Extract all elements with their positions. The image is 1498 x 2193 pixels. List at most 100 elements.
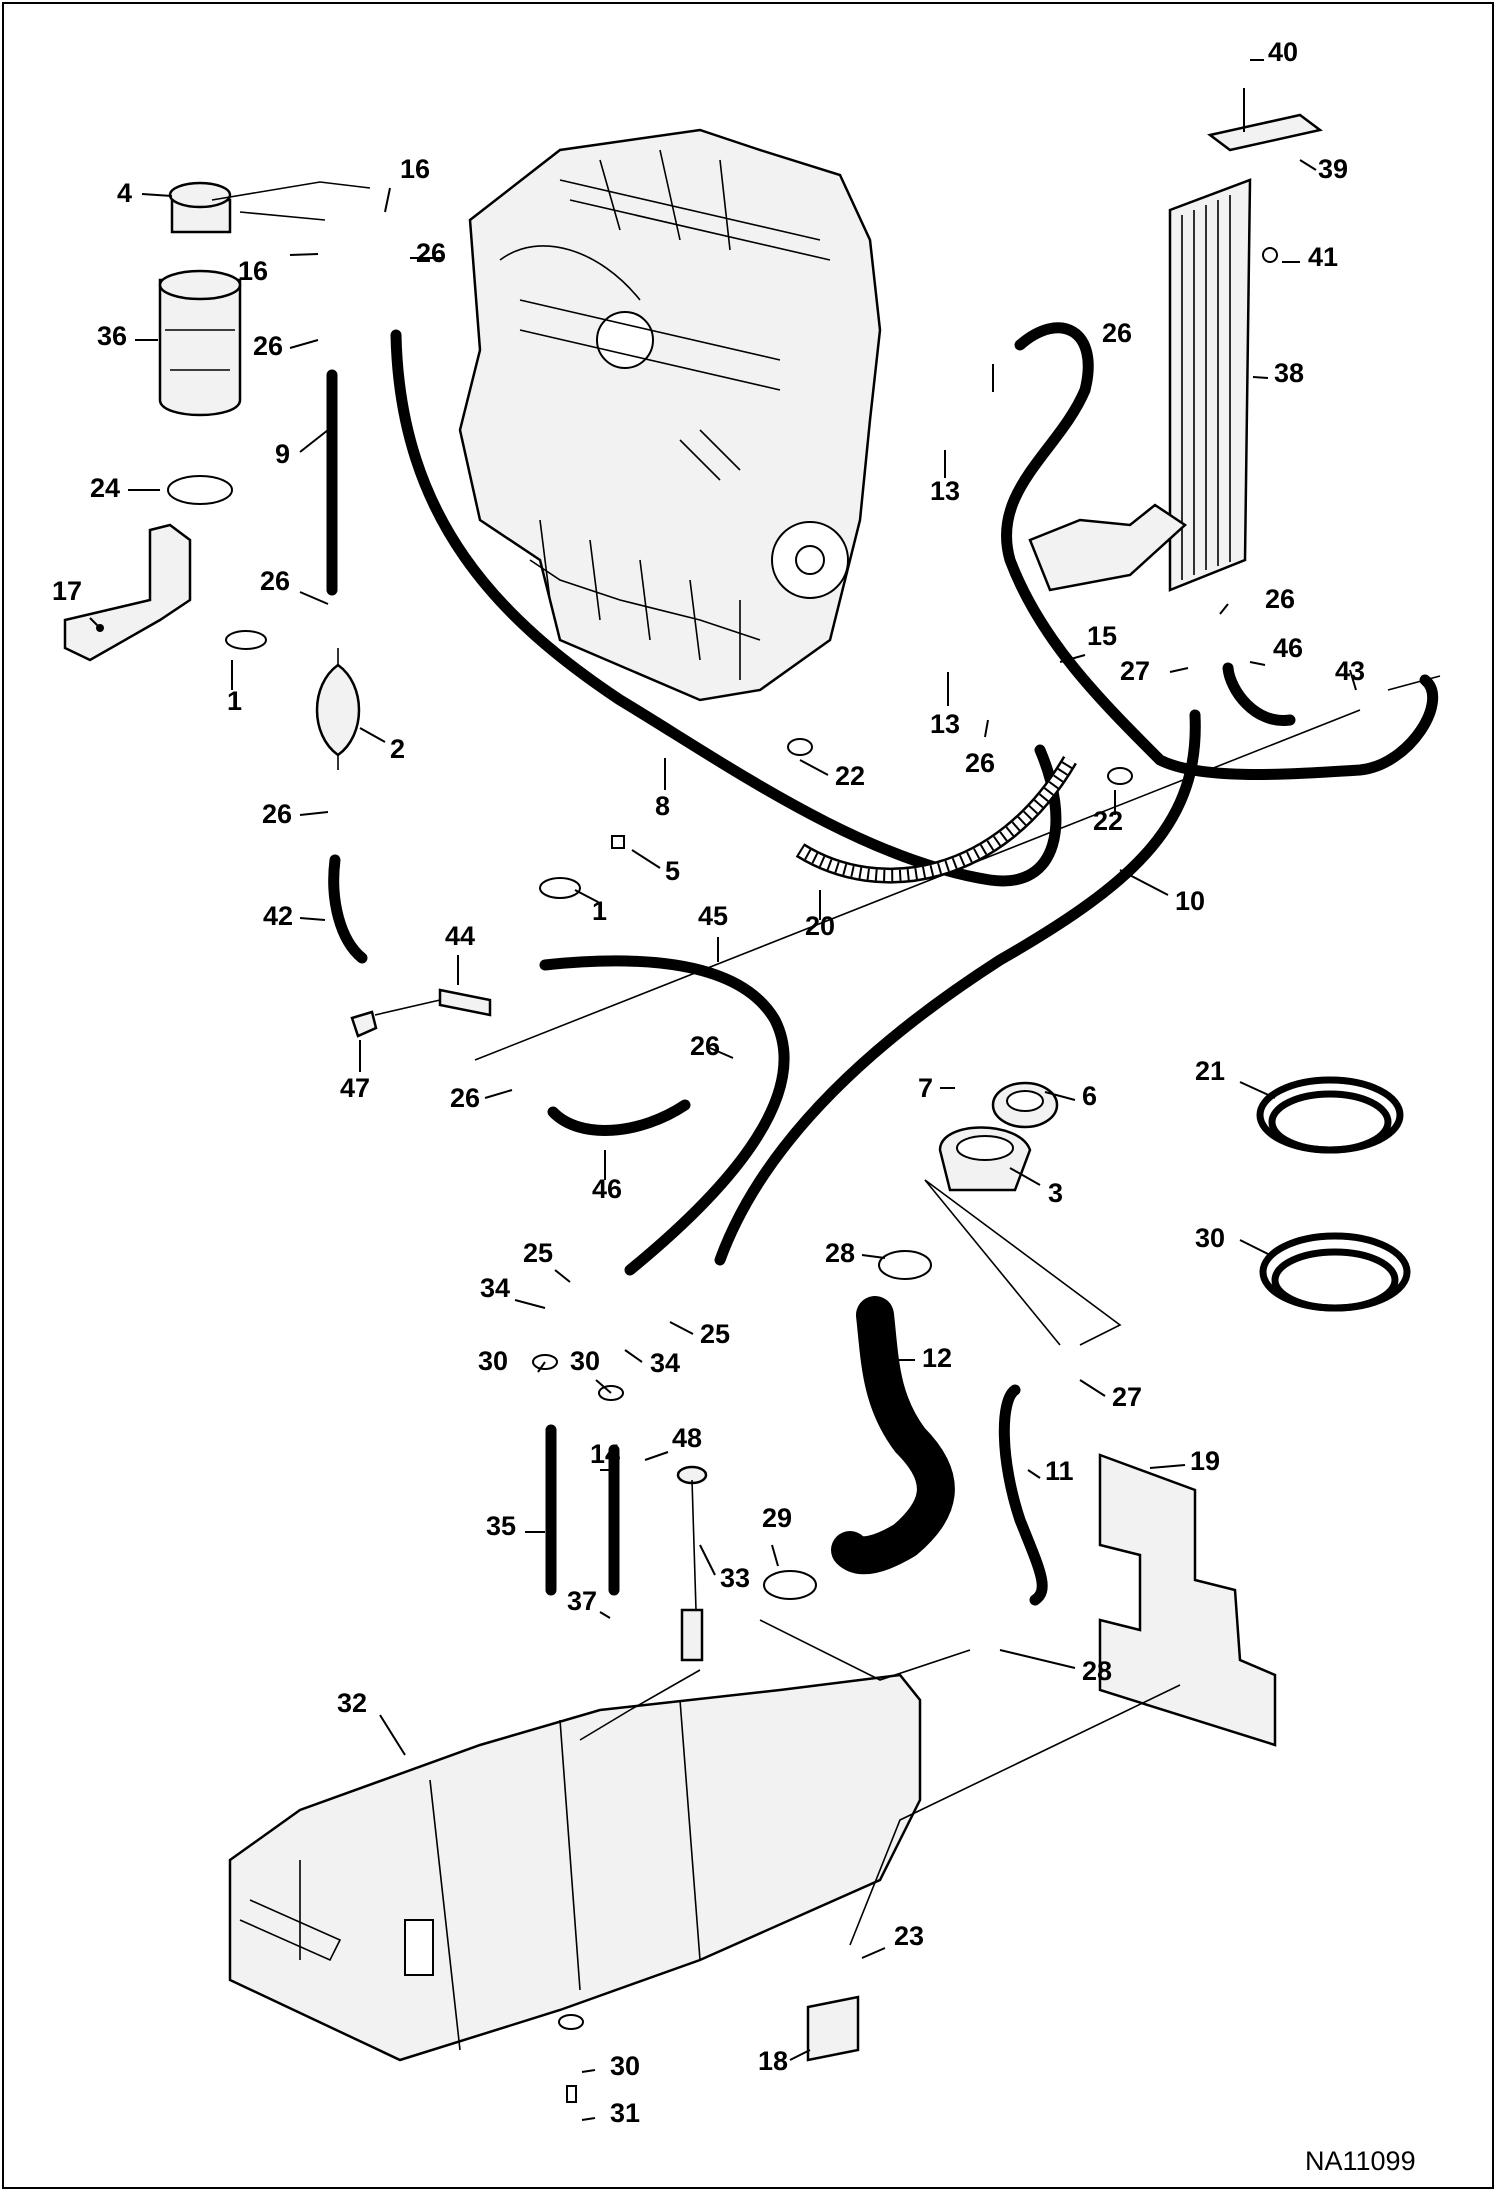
callout-36: 36 (97, 321, 127, 351)
fuel-sender (676, 1465, 708, 1662)
callout-26: 26 (965, 748, 995, 778)
callout-5: 5 (665, 856, 680, 886)
primer-bulb (315, 648, 361, 770)
small-fittings (532, 738, 1133, 2103)
callout-45: 45 (698, 901, 728, 931)
callout-leader (789, 2049, 811, 2061)
callout-26: 26 (253, 331, 283, 361)
hose-8 (390, 329, 1062, 887)
callout-leader (581, 2069, 596, 2073)
callout-33: 33 (720, 1563, 750, 1593)
callout-leader (574, 889, 599, 903)
callout-leader (1119, 869, 1169, 896)
callout-41: 41 (1308, 242, 1338, 272)
callout-11: 11 (1045, 1456, 1074, 1486)
callout-19: 19 (1190, 1446, 1220, 1476)
callouts: 1123456789101112131314151616171819202122… (52, 37, 1365, 2128)
callout-1: 1 (592, 896, 607, 926)
hose-11 (998, 1384, 1048, 1606)
callout-leader (861, 1947, 886, 1959)
hose-45 (539, 955, 790, 1276)
callout-29: 29 (762, 1503, 792, 1533)
tank-bracket (806, 1995, 860, 2062)
callout-leader (359, 727, 386, 743)
callout-7: 7 (918, 1073, 933, 1103)
callout-26: 26 (260, 566, 290, 596)
callout-23: 23 (894, 1921, 924, 1951)
callout-44: 44 (445, 921, 475, 951)
callout-25: 25 (700, 1319, 730, 1349)
hose-10 (714, 709, 1201, 1266)
hose-20 (795, 755, 1077, 884)
callout-46: 46 (1273, 633, 1303, 663)
tee-fitting (350, 988, 492, 1038)
engine-bracket (1028, 503, 1188, 592)
callout-leader (299, 811, 329, 816)
hose-46-lower (547, 1099, 691, 1136)
callout-leader (595, 1379, 612, 1394)
callout-1: 1 (227, 686, 242, 716)
callout-47: 47 (340, 1073, 370, 1103)
callout-30: 30 (1195, 1223, 1225, 1253)
callout-leader (624, 1349, 643, 1363)
callout-26: 26 (416, 238, 446, 268)
callout-26: 26 (450, 1083, 480, 1113)
callout-21: 21 (1195, 1056, 1225, 1086)
guide-lines (579, 1179, 1181, 1946)
callout-10: 10 (1175, 886, 1205, 916)
callout-22: 22 (835, 761, 865, 791)
callout-32: 32 (337, 1688, 367, 1718)
callout-20: 20 (805, 911, 835, 941)
callout-42: 42 (263, 901, 293, 931)
callout-2: 2 (390, 734, 405, 764)
callout-35: 35 (486, 1511, 516, 1541)
callout-26: 26 (262, 799, 292, 829)
callout-leader (581, 2117, 596, 2121)
fuel-tank (228, 1673, 922, 2062)
callout-leader (1252, 376, 1269, 379)
callout-leader (554, 1269, 571, 1283)
callout-13: 13 (930, 709, 960, 739)
callout-leader (861, 1254, 886, 1259)
callout-46: 46 (592, 1174, 622, 1204)
callout-15: 15 (1087, 621, 1117, 651)
callout-43: 43 (1335, 656, 1365, 686)
foam-pad (1098, 1453, 1277, 1747)
callout-leader (1079, 1379, 1106, 1397)
callout-30: 30 (570, 1346, 600, 1376)
callout-18: 18 (758, 2046, 788, 2076)
callout-30: 30 (478, 1346, 508, 1376)
hose-12 (831, 1296, 955, 1575)
callout-leader (141, 193, 173, 197)
callout-13: 13 (930, 476, 960, 506)
callout-48: 48 (672, 1423, 702, 1453)
line-43 (474, 709, 1361, 1061)
callout-40: 40 (1268, 37, 1298, 67)
callout-39: 39 (1318, 154, 1348, 184)
callout-16: 16 (238, 256, 268, 286)
hose-42 (328, 854, 368, 964)
callout-leader (1239, 1239, 1271, 1256)
callout-3: 3 (1048, 1178, 1063, 1208)
callout-leader (1044, 1091, 1076, 1101)
callout-leader (599, 1611, 611, 1619)
callout-26: 26 (690, 1031, 720, 1061)
callout-leader (709, 1047, 734, 1059)
callout-8: 8 (655, 791, 670, 821)
callout-26: 26 (1265, 584, 1295, 614)
hose-46-upper (1222, 662, 1296, 726)
callout-leader (1349, 669, 1357, 691)
callout-28: 28 (825, 1238, 855, 1268)
callout-leader (1239, 1081, 1276, 1099)
callout-22: 22 (1093, 806, 1123, 836)
callout-leader (1009, 1167, 1041, 1186)
callout-17: 17 (52, 576, 82, 606)
callout-leader (1059, 654, 1086, 663)
callout-leader (379, 1714, 406, 1756)
callout-leader (537, 1361, 546, 1373)
callout-12: 12 (922, 1343, 952, 1373)
callout-leader (299, 917, 326, 921)
callout-leader (1149, 1464, 1186, 1469)
callout-leader (384, 187, 391, 213)
callout-34: 34 (480, 1273, 510, 1303)
